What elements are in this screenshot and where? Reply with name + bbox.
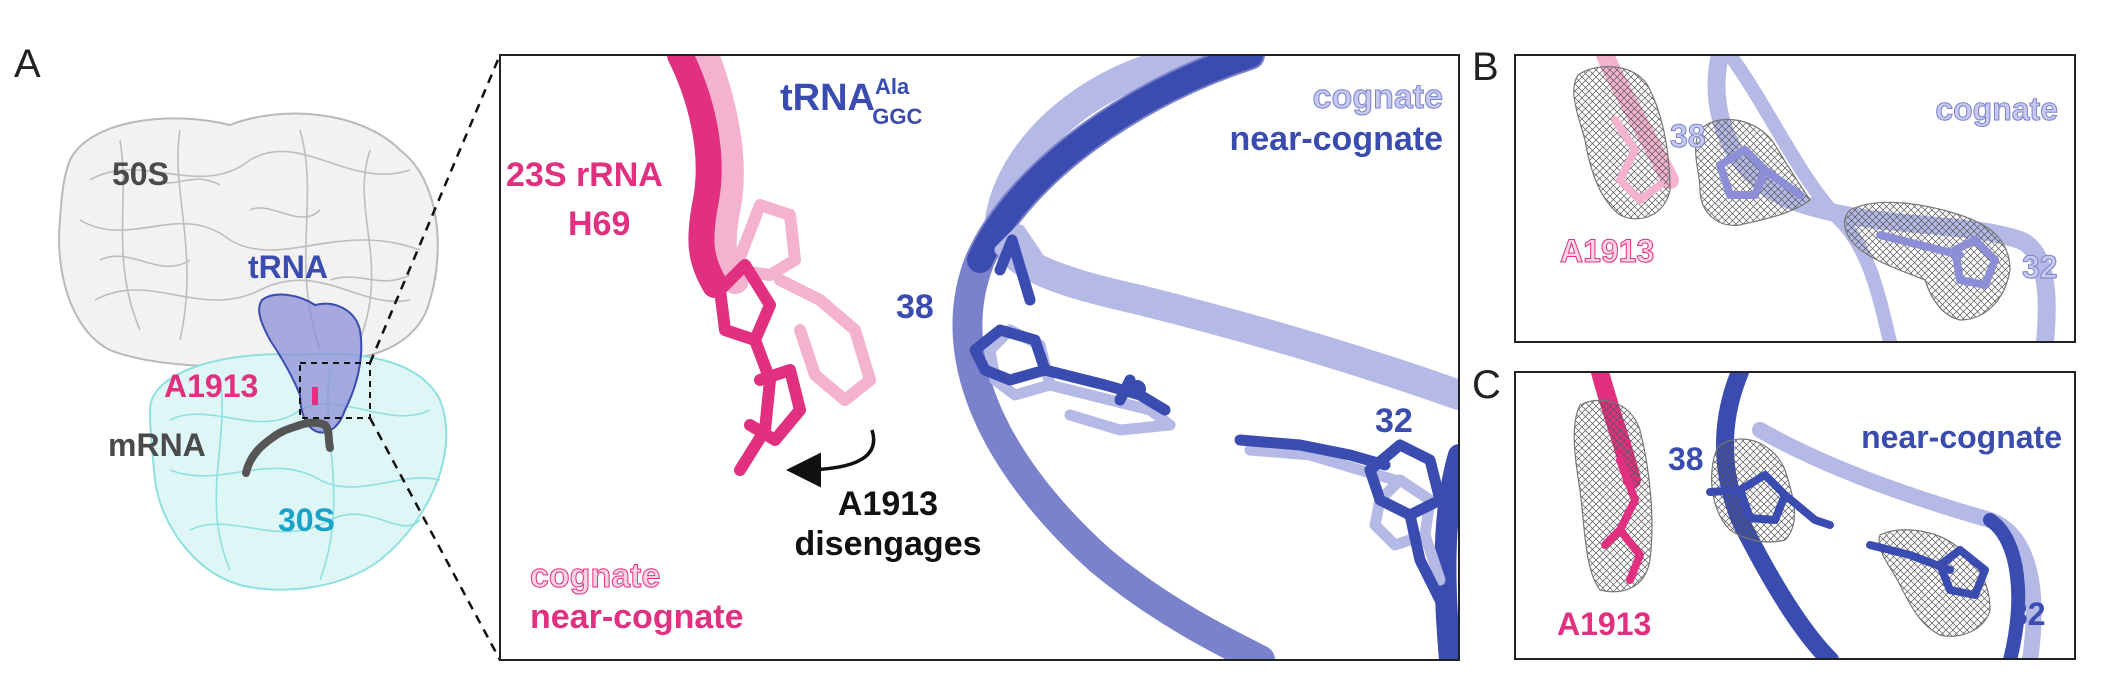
mrna-overview-path <box>242 418 334 477</box>
base-38-near-cognate <box>969 234 1171 416</box>
trna-overview-shape <box>258 293 363 434</box>
panel-c-label-a1913: A1913 <box>1557 606 1651 642</box>
ribosome-overview <box>58 112 448 591</box>
label-trna-overview: tRNA <box>248 249 328 285</box>
label-32-main: 32 <box>1375 402 1413 440</box>
trna-right-strand <box>1434 444 1458 659</box>
base-32-near-cognate <box>1234 434 1446 606</box>
zoom-connector-top <box>368 54 502 364</box>
large-subunit-50s-shape <box>58 112 439 368</box>
legend-bottom-cognate: cognate <box>530 557 660 595</box>
zoom-connector-bottom <box>368 417 502 661</box>
label-h69: H69 <box>568 205 630 243</box>
trna-backbone-cognate <box>984 56 1458 410</box>
base-32-cognate <box>1244 444 1446 586</box>
trna-subscript: GGC <box>872 104 922 129</box>
label-50s: 50S <box>112 156 169 192</box>
legend-top-cognate: cognate <box>1313 78 1443 116</box>
a1913-overview-mark <box>312 387 318 405</box>
arrow-label-a1913: A1913 <box>838 485 938 523</box>
panel-letter-a: A <box>14 42 41 86</box>
legend-bottom-near-cognate: near-cognate <box>530 598 744 636</box>
panel-b-label-38: 38 <box>1670 118 1706 154</box>
label-mrna: mRNA <box>108 427 206 463</box>
panel-b-title: cognate <box>1935 91 2058 127</box>
density-32-cognate <box>1843 201 2011 321</box>
label-a1913-overview: A1913 <box>164 368 258 404</box>
panel-letter-c: C <box>1472 363 1501 407</box>
a1913-near-cognate-base <box>714 259 806 476</box>
panel-b: cognate 38 A1913 32 <box>1514 54 2076 343</box>
panel-b-label-32: 32 <box>2022 249 2058 285</box>
h69-ribbon-near-cognate <box>667 56 728 298</box>
legend-top-near-cognate: near-cognate <box>1230 120 1444 158</box>
disengage-arrow <box>786 429 876 488</box>
density-38-cognate <box>1694 118 1811 226</box>
panel-c-title: near-cognate <box>1861 419 2062 455</box>
panel-letter-b: B <box>1472 45 1499 89</box>
a1913-cognate-base <box>729 199 876 406</box>
trna-superscript: Ala <box>875 74 910 99</box>
label-23s-rrna: 23S rRNA <box>506 156 663 194</box>
zoom-region-box <box>299 362 371 419</box>
h69-ribbon-cognate <box>691 56 749 294</box>
trna-main-text: tRNA <box>780 77 875 119</box>
density-a1913-cognate <box>1573 66 1671 220</box>
panel-c-label-32: 32 <box>2010 596 2046 632</box>
panel-c-label-38: 38 <box>1668 441 1704 477</box>
label-38-main: 38 <box>896 288 934 326</box>
arrow-label-disengages: disengages <box>794 525 981 563</box>
panel-c: near-cognate 38 A1913 32 <box>1514 371 2076 660</box>
panel-b-label-a1913: A1913 <box>1560 233 1654 269</box>
label-30s: 30S <box>278 502 335 538</box>
